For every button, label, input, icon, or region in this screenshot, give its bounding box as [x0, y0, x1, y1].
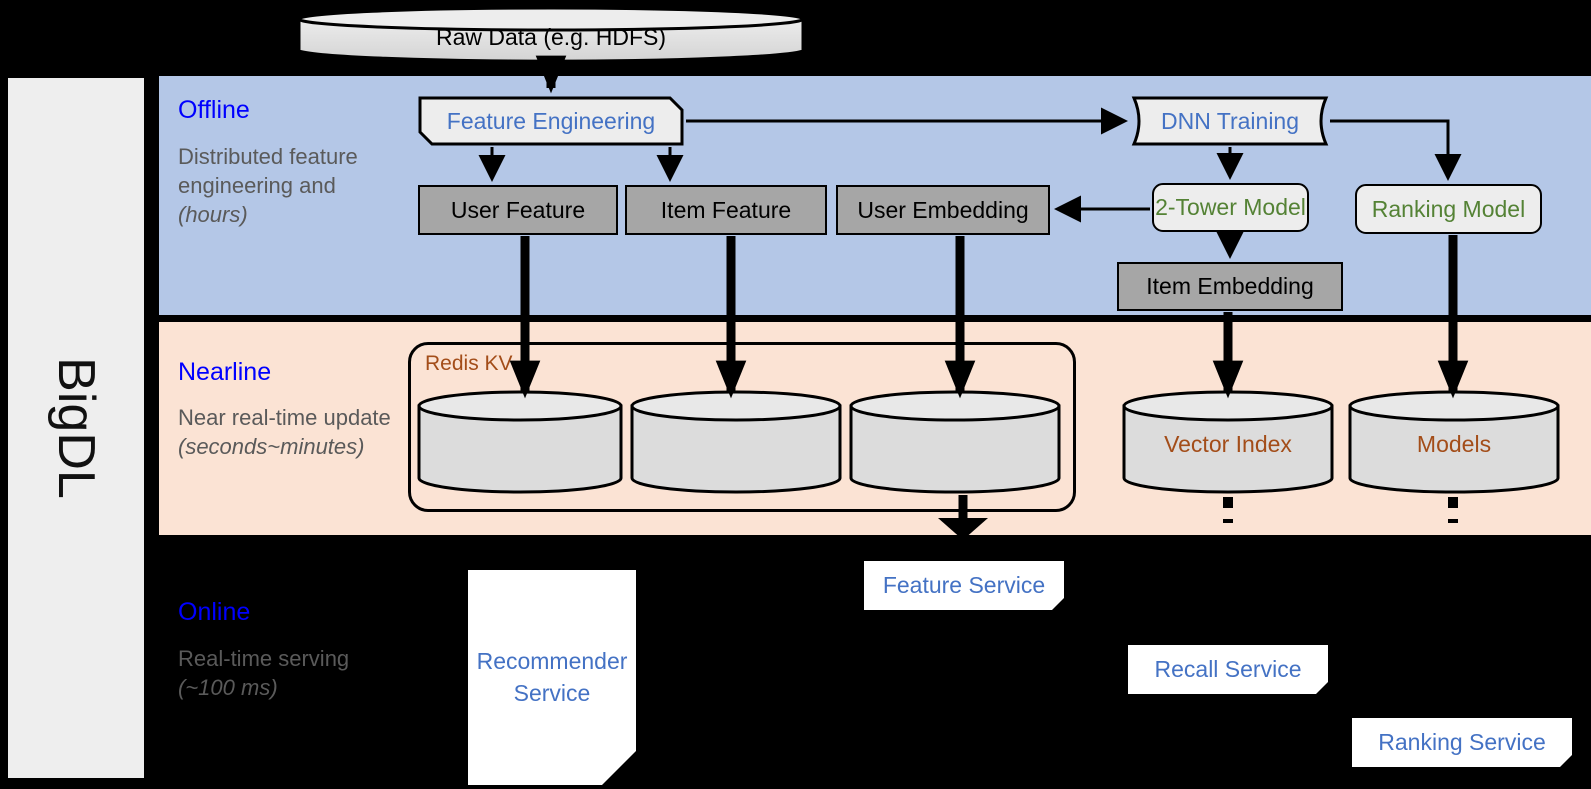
bigdl-label: BigDL [47, 357, 105, 499]
models-cylinder: Models [1348, 390, 1560, 494]
feature-service-label: Feature Service [882, 572, 1046, 599]
recall-service-card[interactable]: Recall Service [1128, 645, 1328, 694]
dnn-training-box[interactable]: DNN Training [1131, 96, 1329, 146]
nearline-description-emphasis: (seconds~minutes) [178, 434, 365, 460]
redis-kv-container [408, 342, 1076, 512]
raw-data-cylinder: Raw Data (e.g. HDFS) [296, 5, 806, 65]
dnn-training-label: DNN Training [1160, 107, 1300, 134]
vector-index-cylinder: Vector Index [1122, 390, 1334, 494]
recall-service-label: Recall Service [1154, 656, 1302, 683]
user-feature-label: User Feature [450, 196, 586, 223]
user-embedding-label: User Embedding [857, 196, 1029, 223]
two-tower-model-label: 2-Tower Model [1155, 194, 1306, 221]
recommender-service-label: Recommender Service [476, 648, 628, 706]
offline-description-emphasis: (hours) [178, 202, 248, 228]
offline-description-text: Distributed feature engineering and [178, 144, 358, 199]
item-feature-box[interactable]: Item Feature [625, 185, 827, 235]
user-embedding-box[interactable]: User Embedding [836, 185, 1050, 235]
item-feature-label: Item Feature [660, 196, 792, 223]
recommender-service-card[interactable]: Recommender Service [468, 570, 636, 785]
redis-kv-label: Redis KV [425, 352, 513, 375]
offline-title: Offline [178, 96, 250, 124]
redis-store-cylinder-3 [849, 390, 1061, 494]
online-description: Real-time serving (~100 ms) [178, 644, 403, 702]
feature-engineering-box[interactable]: Feature Engineering [418, 96, 684, 146]
online-title: Online [178, 598, 251, 626]
item-embedding-label: Item Embedding [1146, 273, 1314, 300]
page-fold-icon [1052, 598, 1064, 610]
page-fold-icon [1560, 755, 1572, 767]
user-feature-box[interactable]: User Feature [418, 185, 618, 235]
ranking-service-card[interactable]: Ranking Service [1352, 718, 1572, 767]
nearline-title: Nearline [178, 358, 272, 386]
ranking-model-label: Ranking Model [1371, 195, 1526, 222]
vector-index-label: Vector Index [1164, 431, 1292, 458]
page-fold-icon [1316, 682, 1328, 694]
feature-service-card[interactable]: Feature Service [864, 561, 1064, 610]
page-fold-icon [602, 751, 636, 785]
models-label: Models [1416, 431, 1492, 458]
nearline-description: Near real-time update (seconds~minutes) [178, 403, 403, 461]
redis-store-cylinder-2 [630, 390, 842, 494]
bigdl-rail: BigDL [8, 78, 144, 778]
ranking-service-label: Ranking Service [1378, 729, 1546, 756]
redis-store-cylinder-1 [417, 390, 623, 494]
feature-engineering-label: Feature Engineering [446, 107, 656, 134]
ranking-model-box[interactable]: Ranking Model [1355, 184, 1542, 234]
item-embedding-box[interactable]: Item Embedding [1117, 262, 1343, 311]
offline-description: Distributed feature engineering and (hou… [178, 142, 403, 229]
online-description-text: Real-time serving [178, 646, 350, 671]
two-tower-model-box[interactable]: 2-Tower Model [1152, 183, 1309, 232]
online-description-emphasis: (~100 ms) [178, 675, 278, 701]
nearline-description-text: Near real-time update [178, 405, 391, 430]
raw-data-label: Raw Data (e.g. HDFS) [435, 24, 667, 51]
